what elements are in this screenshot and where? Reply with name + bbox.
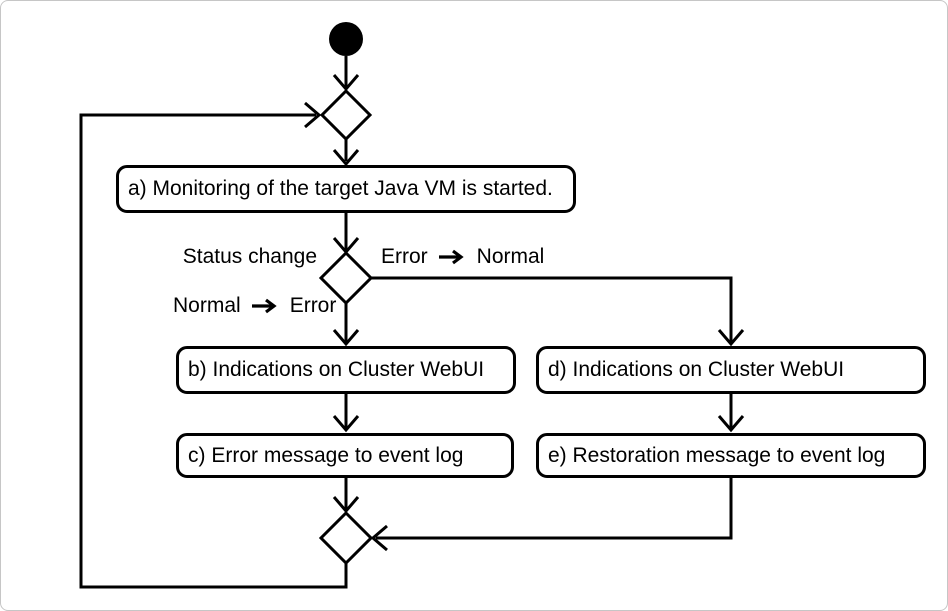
edge-a-to-decision [332, 213, 360, 255]
activity-box-e-label: e) Restoration message to event log [548, 443, 886, 467]
edge-start-to-top-merge [332, 56, 360, 92]
activity-box-d-label: d) Indications on Cluster WebUI [548, 358, 845, 381]
arrowhead-down-icon [332, 415, 360, 433]
edge-label-normal-to-error: Normal Error [173, 294, 336, 318]
top-merge-diamond [319, 88, 373, 142]
activity-box-c-label: c) Error message to event log [188, 443, 464, 467]
arrowhead-down-icon [332, 329, 360, 347]
edge-e-to-bottom-merge [370, 478, 733, 552]
edge-label-from-text: Error [381, 245, 428, 268]
edge-d-to-e [717, 394, 745, 433]
decision-label-text: Status change [182, 245, 317, 268]
arrowhead-down-icon [332, 149, 360, 167]
edge-top-merge-to-a [332, 139, 360, 167]
activity-box-a: a) Monitoring of the target Java VM is s… [116, 165, 576, 213]
arrowhead-down-icon [717, 415, 745, 433]
activity-box-c: c) Error message to event log [176, 433, 514, 478]
edge-decision-to-d [371, 276, 745, 347]
arrow-right-icon [438, 249, 464, 265]
edge-label-from-text: Normal [173, 294, 241, 317]
edge-decision-to-b [332, 303, 360, 347]
edge-c-to-bottom-merge [332, 478, 360, 514]
decision-label: Status change [183, 245, 317, 269]
activity-box-d: d) Indications on Cluster WebUI [536, 346, 926, 394]
edge-b-to-c [332, 394, 360, 433]
arrowhead-down-icon [717, 329, 745, 347]
edge-loop-back [79, 101, 348, 589]
activity-box-a-label: a) Monitoring of the target Java VM is s… [128, 177, 553, 200]
activity-box-b-label: b) Indications on Cluster WebUI [188, 358, 485, 381]
edge-label-to-text: Error [289, 294, 337, 317]
activity-box-b: b) Indications on Cluster WebUI [176, 346, 516, 394]
arrowhead-right-icon [304, 101, 322, 129]
edge-label-to-text: Normal [476, 245, 545, 268]
activity-box-e: e) Restoration message to event log [536, 433, 926, 478]
start-node [329, 22, 363, 56]
bottom-merge-diamond [318, 510, 374, 566]
edge-label-error-to-normal: Error Normal [381, 245, 544, 269]
arrow-right-icon [251, 298, 277, 314]
